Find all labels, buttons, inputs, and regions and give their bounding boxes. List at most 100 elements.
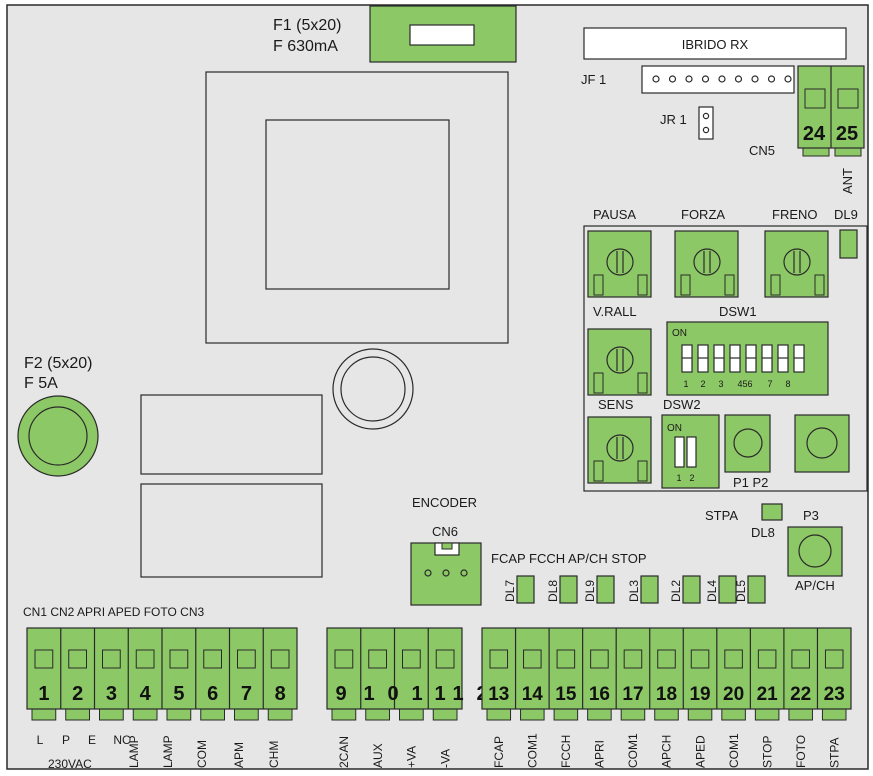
block1-pin: 4 (140, 683, 152, 705)
block1-pin: 6 (207, 683, 218, 705)
dsw2-on: ON (667, 423, 682, 434)
push-button-p1[interactable] (724, 414, 771, 473)
block3-label: FCAP (492, 736, 506, 768)
led-label-dl8: DL8 (546, 580, 560, 602)
ant-label: ANT (840, 168, 855, 194)
block2-pin: 0 (387, 683, 398, 705)
jf1-pin (685, 75, 693, 83)
pausa-label: PAUSA (593, 207, 636, 222)
led-label-dl7: DL7 (503, 580, 517, 602)
block3-pin: 20 (723, 684, 744, 705)
dip-switch-dsw1 (666, 321, 829, 396)
led-label-dl4: DL4 (705, 580, 719, 602)
dip-switch-dsw2 (661, 414, 720, 489)
block2-label: +VA (405, 746, 419, 768)
block2-label: AUX (371, 743, 385, 768)
led-dl9 (839, 229, 858, 259)
block2-pin: 9 (335, 683, 346, 705)
block3-label: COM1 (526, 733, 540, 768)
block2-pin: 1 (411, 683, 422, 705)
fuse-f1-line2: F 630mA (273, 38, 338, 55)
block3-label: FCCH (559, 735, 573, 768)
led-label-dl9: DL9 (583, 580, 597, 602)
led-dl8 (559, 575, 578, 604)
cn5-pin-25: 25 (836, 123, 858, 145)
toroid-capacitor (332, 348, 414, 430)
dsw2-num-2: 2 (689, 473, 694, 483)
led-header: FCAP FCCH AP/CH STOP (491, 551, 647, 566)
block1-label: APM (232, 742, 246, 768)
block3-pin: 23 (824, 684, 845, 705)
dsw2-label: DSW2 (663, 397, 701, 412)
jf1-pin (767, 75, 776, 83)
dsw1-num: 7 (767, 379, 772, 389)
block2-label: -VA (438, 749, 452, 768)
encoder-label: ENCODER (412, 495, 477, 510)
block3-label: COM1 (727, 733, 741, 768)
block3-pin: 15 (555, 684, 577, 705)
block1-label: LAMP (161, 735, 175, 768)
pot-forza[interactable] (674, 230, 739, 298)
led-dl7 (516, 575, 535, 604)
jf1-pin (734, 75, 743, 83)
vrall-label: V.RALL (593, 304, 637, 319)
dl9-label: DL9 (834, 207, 858, 222)
pot-vrall[interactable] (587, 328, 652, 396)
jf1-pin (751, 75, 759, 83)
relay-2 (140, 483, 323, 578)
push-button-p2[interactable] (794, 414, 850, 473)
jf1-pin (718, 75, 726, 83)
led-label-dl2: DL2 (669, 580, 683, 602)
block3-label: APCH (660, 735, 674, 768)
pot-pausa[interactable] (587, 230, 652, 298)
dsw1-on: ON (672, 328, 687, 339)
dl8-label: DL8 (751, 525, 775, 540)
led-dl5 (747, 575, 766, 604)
block3-label: APED (693, 735, 707, 768)
jr1-label: JR 1 (660, 112, 687, 127)
block1-pin: 2 (72, 683, 83, 705)
block3-pin: 21 (757, 684, 779, 705)
p1p2-label: P1 P2 (733, 475, 768, 490)
jf1-connector (641, 65, 795, 94)
forza-label: FORZA (681, 207, 725, 222)
block3-pin: 18 (656, 684, 677, 705)
block1-label: E (88, 733, 96, 747)
push-button-p3[interactable] (787, 526, 843, 577)
block2-pin: 1 (363, 683, 374, 705)
block2-pin: 1 (452, 683, 463, 705)
fuse-f2 (17, 395, 99, 477)
block3-pin: 14 (522, 684, 544, 705)
block1-label: LAMP (127, 735, 141, 768)
block3-pin: 13 (488, 684, 509, 705)
led-label-dl5: DL5 (734, 580, 748, 602)
led-dl2 (682, 575, 701, 604)
sens-label: SENS (598, 397, 634, 412)
transformer (205, 71, 509, 344)
cn5-terminal (797, 65, 865, 157)
dsw1-num: 1 (683, 379, 688, 389)
block2-pin: 1 (434, 683, 445, 705)
fuse-f1 (369, 5, 517, 63)
block1-pin: 3 (106, 683, 117, 705)
fuse-f1-line1: F1 (5x20) (273, 17, 341, 34)
block3-label: APRI (593, 740, 607, 768)
pot-sens[interactable] (587, 416, 652, 484)
cn-header: CN1 CN2 APRI APED FOTO CN3 (23, 605, 204, 619)
fuse-f2-line1: F2 (5x20) (24, 355, 92, 372)
ibrido-rx-slot (583, 27, 847, 60)
led-label-dl3: DL3 (627, 580, 641, 602)
block3-label: FOTO (794, 735, 808, 768)
block3-pin: 17 (622, 684, 643, 705)
vac-label: 230VAC (48, 757, 92, 771)
pot-freno[interactable] (764, 230, 829, 298)
led-stpa (761, 503, 783, 521)
control-panel (583, 225, 868, 492)
relay-1 (140, 394, 323, 475)
block3-pin: 22 (790, 684, 811, 705)
dsw2-num-1: 1 (676, 473, 681, 483)
cn6-connector (410, 542, 482, 606)
